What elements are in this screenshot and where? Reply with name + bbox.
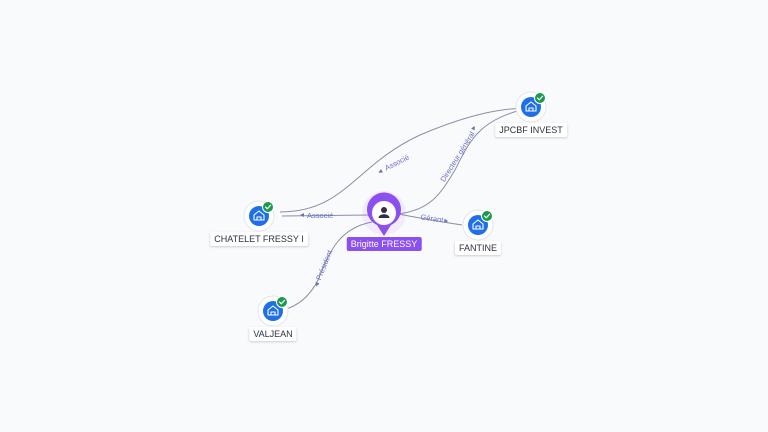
center-node-label[interactable]: Brigitte FRESSY <box>346 237 422 251</box>
arrow-icon <box>471 125 475 131</box>
arrow-icon <box>378 168 383 173</box>
edge-center-valjean <box>282 221 373 311</box>
edge-chatelet-jpcbf <box>279 107 531 213</box>
edge-center-fantine <box>397 213 463 226</box>
edge-label-text: Gérant <box>420 212 445 224</box>
edge-label-center-chatelet: Associé <box>300 211 333 220</box>
edge-label-center-fantine: Gérant <box>420 212 449 225</box>
node-center-person[interactable] <box>362 191 406 236</box>
verified-check-icon <box>534 92 546 104</box>
verified-check-icon <box>481 210 493 222</box>
edge-center-chatelet <box>281 214 371 217</box>
edge-label-text: Président <box>314 248 335 282</box>
person-icon <box>378 207 390 218</box>
edge-label-center-jpcbf: Directeur général <box>438 125 477 184</box>
node-label-valjean[interactable]: VALJEAN <box>249 327 297 341</box>
arrow-icon <box>315 282 320 287</box>
edge-center-jpcbf <box>397 107 531 215</box>
edge-label-text: Directeur général <box>438 130 476 184</box>
node-chatelet-fressy[interactable] <box>243 200 275 232</box>
building-icon <box>267 305 279 316</box>
edge-label-center-valjean: Président <box>314 248 335 287</box>
node-label-jpcbf-invest[interactable]: JPCBF INVEST <box>495 123 567 137</box>
edge-label-chatelet-jpcbf: Associé <box>378 153 411 173</box>
node-label-fantine[interactable]: FANTINE <box>454 241 502 255</box>
arrow-icon <box>444 218 449 223</box>
verified-check-icon <box>276 296 288 308</box>
edge-label-text: Associé <box>383 153 410 173</box>
edge-label-text: Associé <box>307 211 333 220</box>
node-label-chatelet-fressy[interactable]: CHATELET FRESSY I <box>210 232 308 246</box>
arrow-icon <box>300 213 304 217</box>
building-icon <box>525 101 537 112</box>
verified-check-icon <box>262 201 274 213</box>
node-valjean[interactable] <box>257 295 289 327</box>
node-fantine[interactable] <box>462 209 494 241</box>
building-icon <box>472 219 484 230</box>
node-jpcbf-invest[interactable] <box>515 91 547 123</box>
building-icon <box>253 210 265 221</box>
